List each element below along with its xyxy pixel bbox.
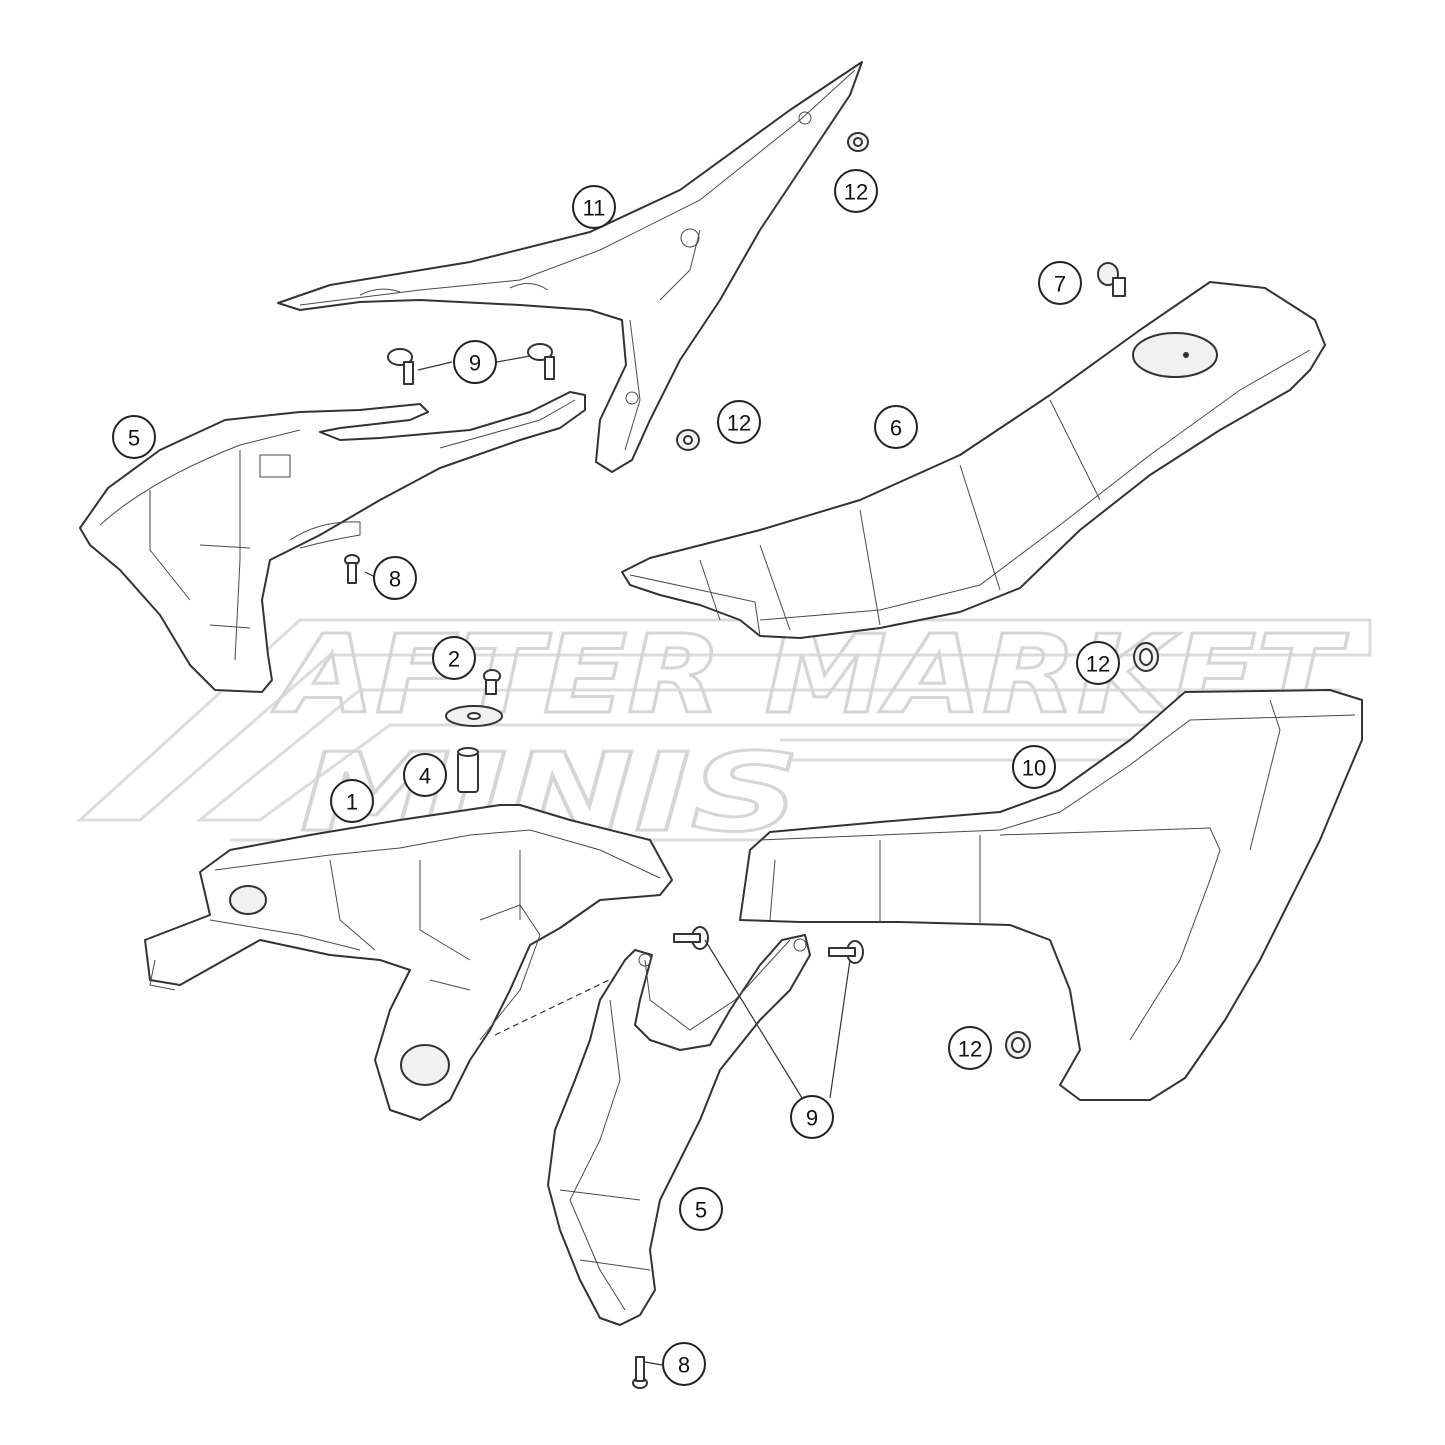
bolt-9-lower-right <box>828 940 864 964</box>
callout-8-lower: 8 <box>662 1342 706 1386</box>
callout-9-lower: 9 <box>790 1095 834 1139</box>
screw-8-lower <box>632 1356 648 1389</box>
callout-12-right-label: 12 <box>1086 652 1110 677</box>
bolt-9-lower-left <box>673 926 709 950</box>
callout-12-mid-label: 12 <box>727 411 751 436</box>
leader-lines <box>364 355 851 1366</box>
callout-9-upper-label: 9 <box>469 351 481 376</box>
nut-12-top <box>847 132 869 152</box>
part-5-upper-panel <box>79 391 586 693</box>
callout-5-upper: 5 <box>112 415 156 459</box>
callout-12-lower: 12 <box>948 1026 992 1070</box>
callout-8-upper: 8 <box>373 556 417 600</box>
callout-11: 11 <box>572 185 616 229</box>
bolt-7 <box>1097 262 1126 297</box>
screw-8-upper <box>344 554 360 584</box>
callout-2-label: 2 <box>448 647 460 672</box>
callout-5-lower-label: 5 <box>695 1198 707 1223</box>
callout-4: 4 <box>403 753 447 797</box>
callout-5-upper-label: 5 <box>128 426 140 451</box>
spacer-4 <box>457 747 479 793</box>
callout-10-label: 10 <box>1022 756 1046 781</box>
callout-12-right: 12 <box>1076 641 1120 685</box>
callout-9-lower-label: 9 <box>806 1106 818 1131</box>
part-6-seat <box>621 281 1326 639</box>
callout-1: 1 <box>330 779 374 823</box>
part-10-side-panel <box>739 689 1363 1101</box>
callout-8-upper-label: 8 <box>389 567 401 592</box>
callout-8-lower-label: 8 <box>678 1353 690 1378</box>
callout-12-top-label: 12 <box>844 180 868 205</box>
callout-7-label: 7 <box>1054 272 1066 297</box>
callout-2: 2 <box>432 636 476 680</box>
callout-12-top: 12 <box>834 169 878 213</box>
hardware-small-parts <box>344 132 1159 1389</box>
grommet-12-lower <box>1005 1031 1031 1059</box>
bolt-9-upper-left <box>387 348 414 385</box>
part-1-subframe <box>144 804 673 1121</box>
callout-5-lower: 5 <box>679 1187 723 1231</box>
callout-4-label: 4 <box>419 764 431 789</box>
callout-7: 7 <box>1038 261 1082 305</box>
bolt-9-upper-right <box>527 343 555 380</box>
washer <box>445 705 503 727</box>
screw-2 <box>483 669 501 695</box>
grommet-12-right <box>1133 642 1159 672</box>
callout-6-label: 6 <box>890 416 902 441</box>
part-11-side-panel <box>277 61 863 473</box>
part-5-lower-panel <box>547 934 811 1326</box>
callout-12-lower-label: 12 <box>958 1037 982 1062</box>
nut-12-mid <box>676 429 700 451</box>
callout-6: 6 <box>874 405 918 449</box>
callout-9-upper: 9 <box>453 340 497 384</box>
callout-12-mid: 12 <box>717 400 761 444</box>
callout-10: 10 <box>1012 745 1056 789</box>
callout-11-label: 11 <box>583 196 606 221</box>
callout-1-label: 1 <box>346 790 358 815</box>
